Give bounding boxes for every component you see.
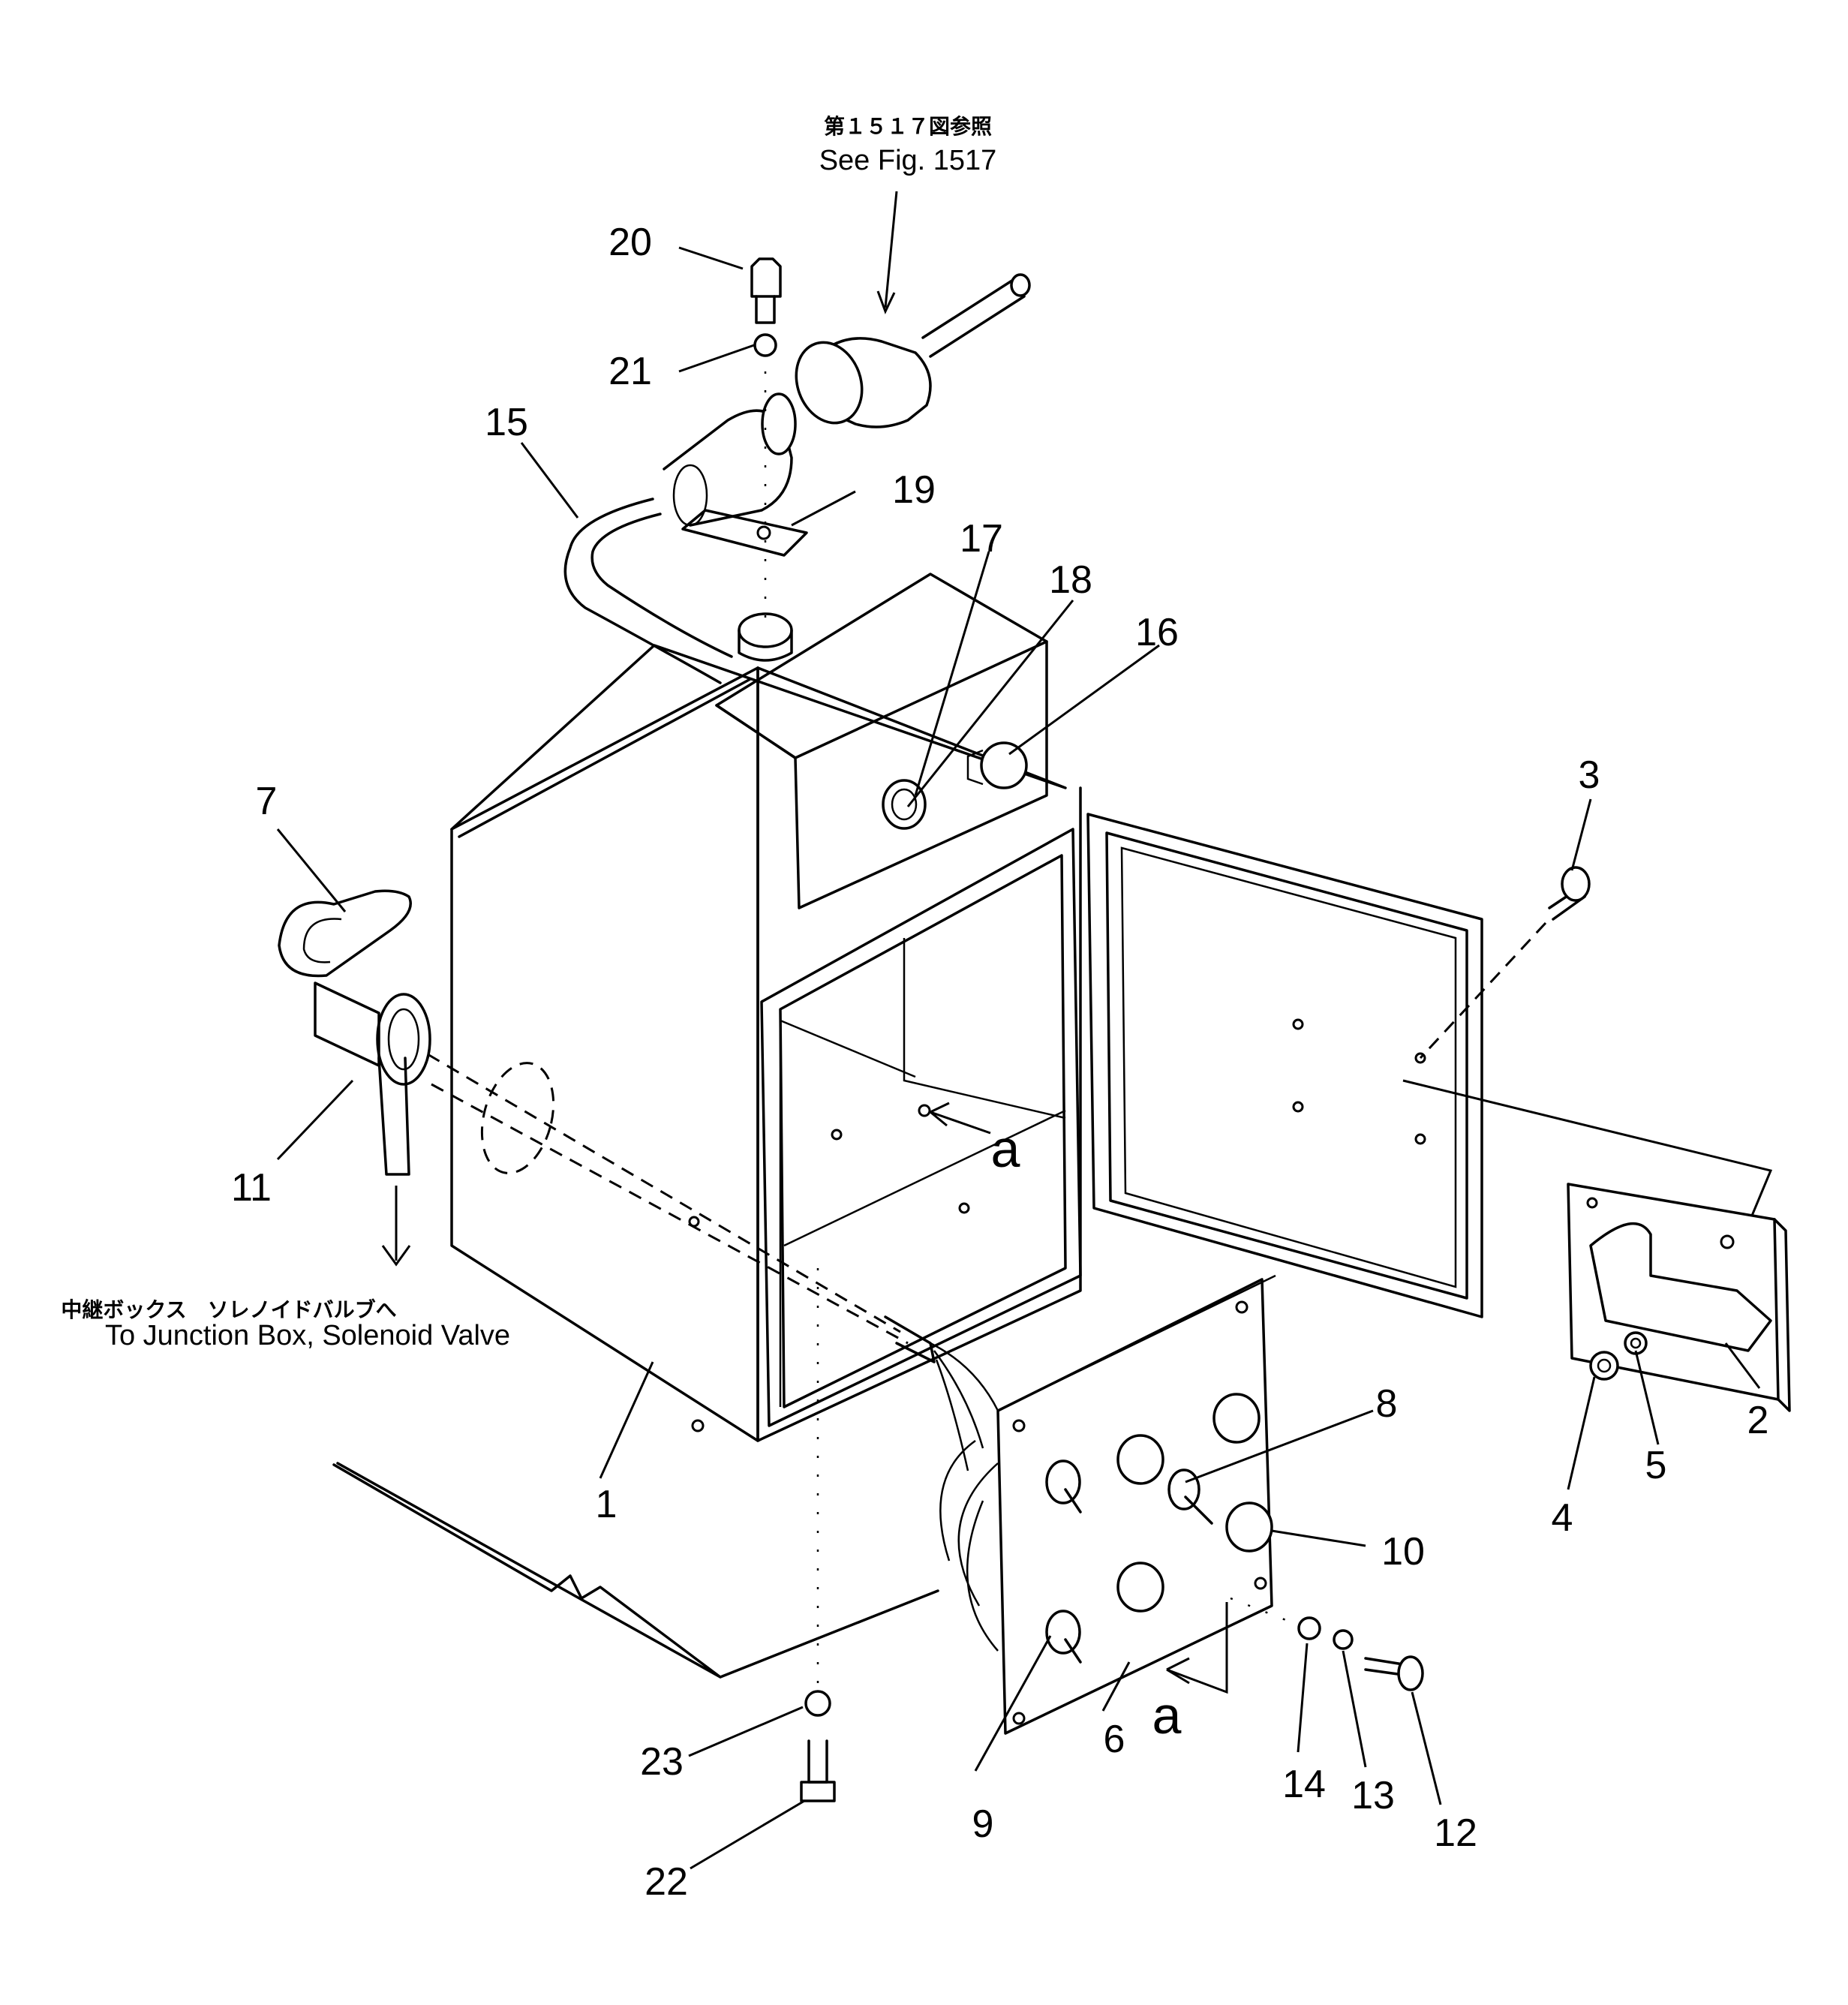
callout-22: 22 (645, 1860, 688, 1904)
indicator-lamp-18 (882, 779, 927, 830)
push-button-10-c (1225, 1501, 1273, 1553)
panel-hole (1235, 1300, 1249, 1314)
latch-washer-5 (1624, 1331, 1648, 1355)
callout-14: 14 (1282, 1763, 1326, 1806)
cable-11 (377, 1057, 410, 1176)
to-junction-arrow (381, 1186, 411, 1267)
screw-3 (1419, 866, 1591, 1060)
callout-13: 13 (1351, 1774, 1395, 1817)
door-hole (1414, 1133, 1426, 1145)
switch-panel (939, 1274, 1276, 1735)
callout-16: 16 (1135, 611, 1179, 654)
view-marker-lower: a (1152, 1686, 1182, 1745)
panel-hole (1012, 1712, 1026, 1725)
door-hole (1292, 1101, 1304, 1113)
toggle-switch-9-lower (1045, 1610, 1081, 1655)
toggle-switch-9-upper (1045, 1459, 1081, 1505)
callout-10: 10 (1381, 1530, 1425, 1574)
fig-ref-japanese-top: 第１５１７図参照 (824, 114, 992, 139)
fig-ref-english-top: See Fig. 1517 (819, 145, 997, 176)
callout-4: 4 (1552, 1496, 1573, 1540)
fig-ref-japanese-left: 中継ボックス ソレノイドバルブへ (61, 1297, 396, 1322)
callout-11: 11 (231, 1166, 272, 1210)
washer-14 (1297, 1616, 1321, 1640)
bolt-22 (800, 1739, 836, 1802)
latch-hole (1720, 1234, 1735, 1249)
callout-17: 17 (960, 517, 1003, 561)
base-plate (332, 1462, 939, 1679)
box-hole (691, 1419, 705, 1432)
callout-21: 21 (608, 350, 652, 393)
conduit-15 (563, 497, 733, 684)
callout-2: 2 (1747, 1399, 1769, 1442)
callout-5: 5 (1645, 1444, 1667, 1487)
latch-nut-4 (1589, 1351, 1619, 1381)
main-box-body (450, 644, 1082, 1442)
washer-23 (804, 1690, 831, 1717)
callout-9: 9 (972, 1802, 994, 1846)
view-marker-inside: a (991, 1120, 1020, 1178)
callout-1: 1 (596, 1483, 618, 1526)
panel-hole (1012, 1419, 1026, 1432)
rotary-switch-8 (1167, 1468, 1200, 1511)
callout-23: 23 (640, 1740, 684, 1784)
bracket-hole (756, 525, 771, 540)
fig-ref-english-left: To Junction Box, Solenoid Valve (105, 1320, 510, 1351)
callout-19: 19 (892, 468, 936, 512)
screw-12 (1364, 1655, 1424, 1691)
top-sub-box (715, 573, 1048, 909)
callout-7: 7 (256, 780, 278, 823)
callout-20: 20 (608, 221, 652, 264)
callout-3: 3 (1579, 753, 1600, 797)
cable-gland-11 (314, 981, 431, 1086)
callout-18: 18 (1049, 558, 1092, 602)
panel-hole (1254, 1577, 1267, 1590)
box-door (1086, 813, 1483, 1318)
latch-hole (1586, 1197, 1598, 1209)
callout-12: 12 (1434, 1811, 1477, 1855)
box-hole (958, 1202, 970, 1214)
connector-receptacle (663, 392, 808, 557)
mounting-boss (738, 612, 793, 648)
callout-6: 6 (1104, 1718, 1125, 1761)
handle-7 (278, 889, 412, 978)
lock-washer-13 (1333, 1629, 1354, 1650)
washer-21 (753, 333, 777, 357)
connector-plug (795, 273, 1031, 428)
callout-15: 15 (485, 401, 528, 444)
bolt-20 (750, 257, 782, 324)
push-button-10-a (1212, 1393, 1261, 1444)
push-button-10-d (1116, 1562, 1164, 1613)
box-hole (831, 1129, 843, 1141)
box-mount-hole (918, 1104, 931, 1117)
push-button-10-b (1116, 1434, 1164, 1485)
push-button-16 (980, 741, 1028, 789)
door-latch (1567, 1183, 1791, 1412)
callout-8: 8 (1376, 1382, 1398, 1426)
door-hole (1292, 1018, 1304, 1030)
